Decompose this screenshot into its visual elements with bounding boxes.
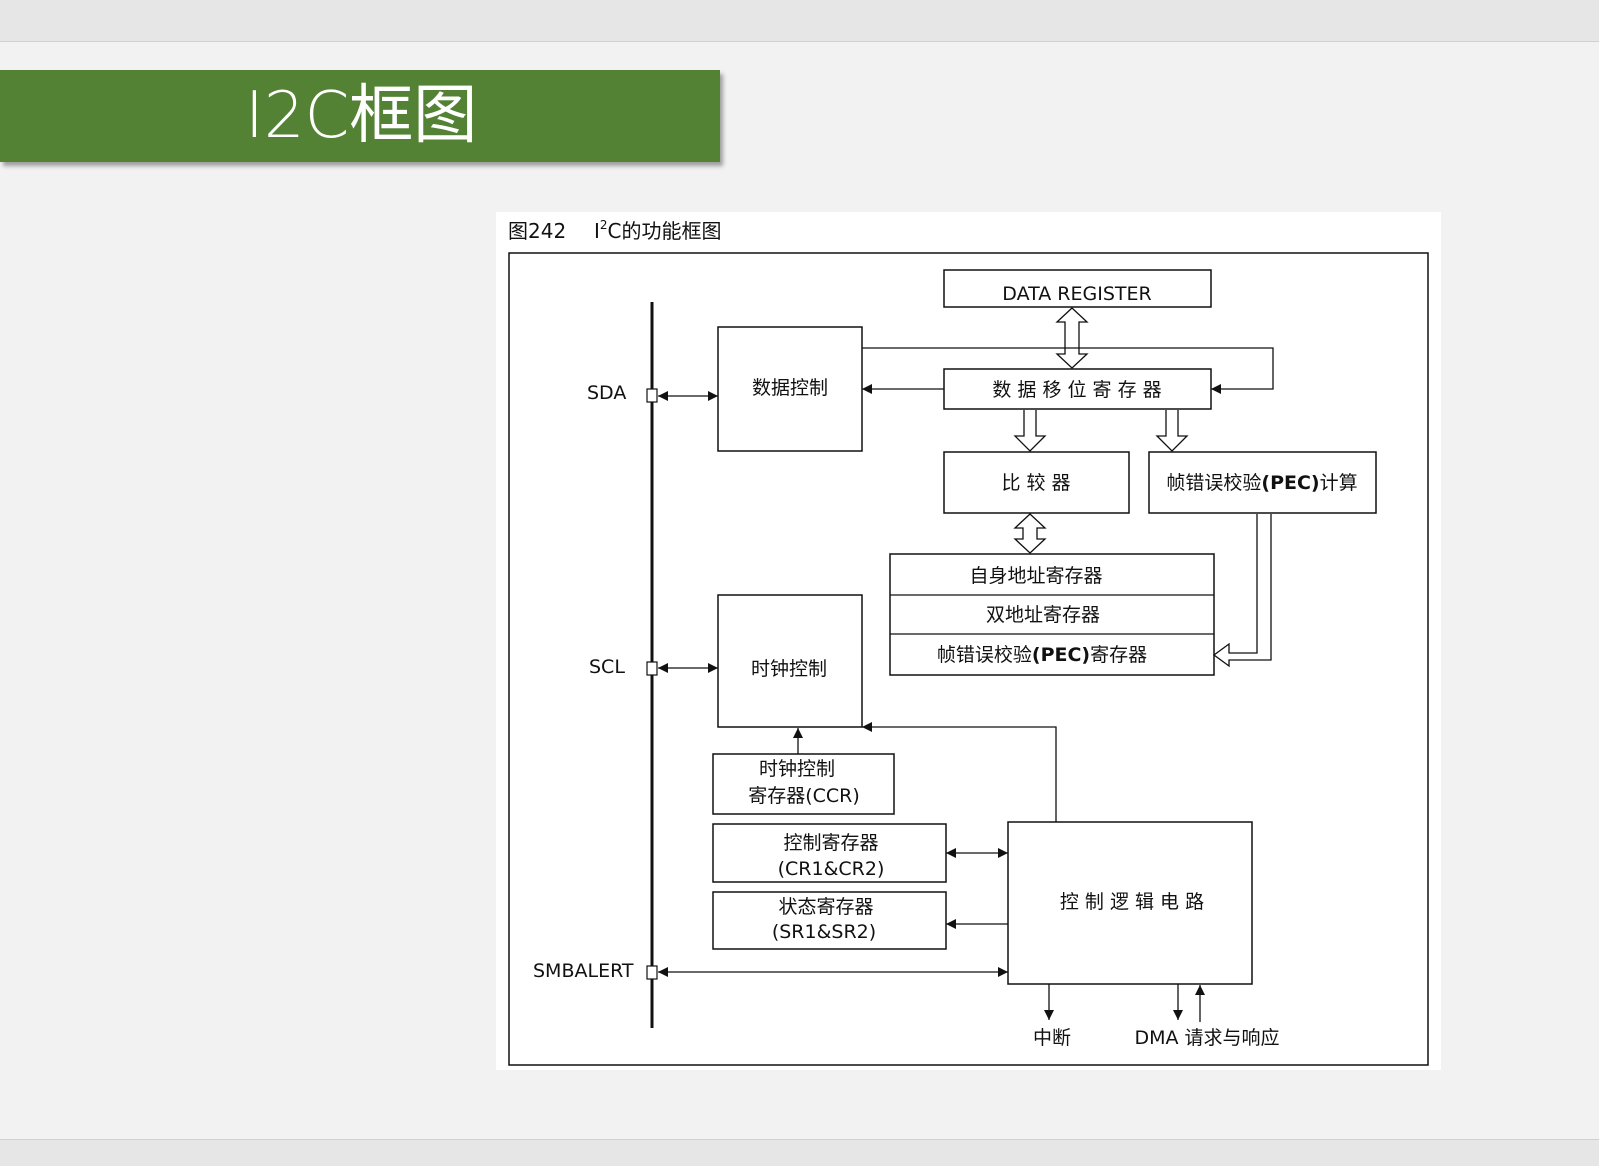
- ccr-box: [712, 753, 895, 815]
- ccr-label-line2: 寄存器(CCR): [748, 785, 860, 807]
- control-logic-label: 控 制 逻 辑 电 路: [1060, 891, 1204, 913]
- status-register-label-line2: (SR1&SR2): [772, 921, 876, 943]
- ccr-label-line1: 时钟控制: [759, 758, 835, 780]
- pec-register-label: 帧错误校验(PEC)寄存器: [937, 644, 1147, 666]
- shift-register-to-pec-calc-arrow: [1155, 410, 1189, 452]
- slide-title: I2C框图: [245, 79, 478, 153]
- shift-register-box: [943, 368, 1212, 410]
- shift-register-label: 数 据 移 位 寄 存 器: [992, 379, 1161, 401]
- diagram-canvas: 图242 I2C的功能框图 SDA SCL SMBALERT DATA REGI…: [508, 218, 1429, 1066]
- pin-box-smbalert: [646, 965, 658, 980]
- comparator-address-double-arrow: [1013, 513, 1047, 554]
- comparator-box: [943, 451, 1130, 514]
- clock-control-box: [717, 594, 863, 728]
- pec-calc-box: [1148, 451, 1377, 514]
- pin-box-scl: [646, 661, 658, 676]
- pin-label-smbalert: SMBALERT: [533, 960, 634, 982]
- figure-frame: [508, 252, 1429, 1066]
- pin-smbalert: SMBALERT: [533, 960, 658, 982]
- clock-control-label: 时钟控制: [751, 658, 827, 680]
- address-registers-stack: [889, 553, 1215, 676]
- dual-address-register-label: 双地址寄存器: [986, 604, 1100, 626]
- pec-calc-label: 帧错误校验(PEC)计算: [1166, 472, 1357, 494]
- data-register-label: DATA REGISTER: [1002, 283, 1151, 305]
- data-control-label: 数据控制: [752, 377, 828, 399]
- pin-sda: SDA: [587, 382, 658, 404]
- pin-scl: SCL: [589, 656, 658, 678]
- window-top-bar: [0, 0, 1599, 42]
- figure-caption-title: I2C的功能框图: [594, 218, 722, 243]
- control-register-label-line1: 控制寄存器: [783, 832, 878, 854]
- shift-register-to-comparator-arrow: [1013, 410, 1047, 452]
- dma-label: DMA 请求与响应: [1134, 1027, 1279, 1049]
- data-register-box: [943, 269, 1212, 308]
- status-register-label-line1: 状态寄存器: [778, 896, 873, 918]
- status-register-box: [712, 891, 947, 950]
- control-logic-box: [1007, 821, 1253, 985]
- pin-box-sda: [646, 388, 658, 403]
- control-logic-to-clock-control-line: [862, 722, 1057, 822]
- pec-calc-to-pec-register-arrow: [1212, 514, 1272, 668]
- pin-label-scl: SCL: [589, 656, 625, 678]
- slide-title-banner: I2C框图: [0, 70, 720, 162]
- data-register-shift-register-double-arrow: [1055, 307, 1089, 369]
- interrupt-label: 中断: [1033, 1027, 1071, 1049]
- window-bottom-bar: [0, 1139, 1599, 1166]
- figure-caption-number: 图242: [508, 219, 566, 243]
- comparator-label: 比 较 器: [1001, 472, 1070, 494]
- own-address-register-label: 自身地址寄存器: [969, 565, 1102, 587]
- data-control-to-shift-register-line: [862, 347, 1274, 394]
- control-register-label-line2: (CR1&CR2): [778, 858, 885, 880]
- pin-label-sda: SDA: [587, 382, 626, 404]
- i2c-block-diagram: 图242 I2C的功能框图 SDA SCL SMBALERT DATA REGI…: [496, 212, 1441, 1070]
